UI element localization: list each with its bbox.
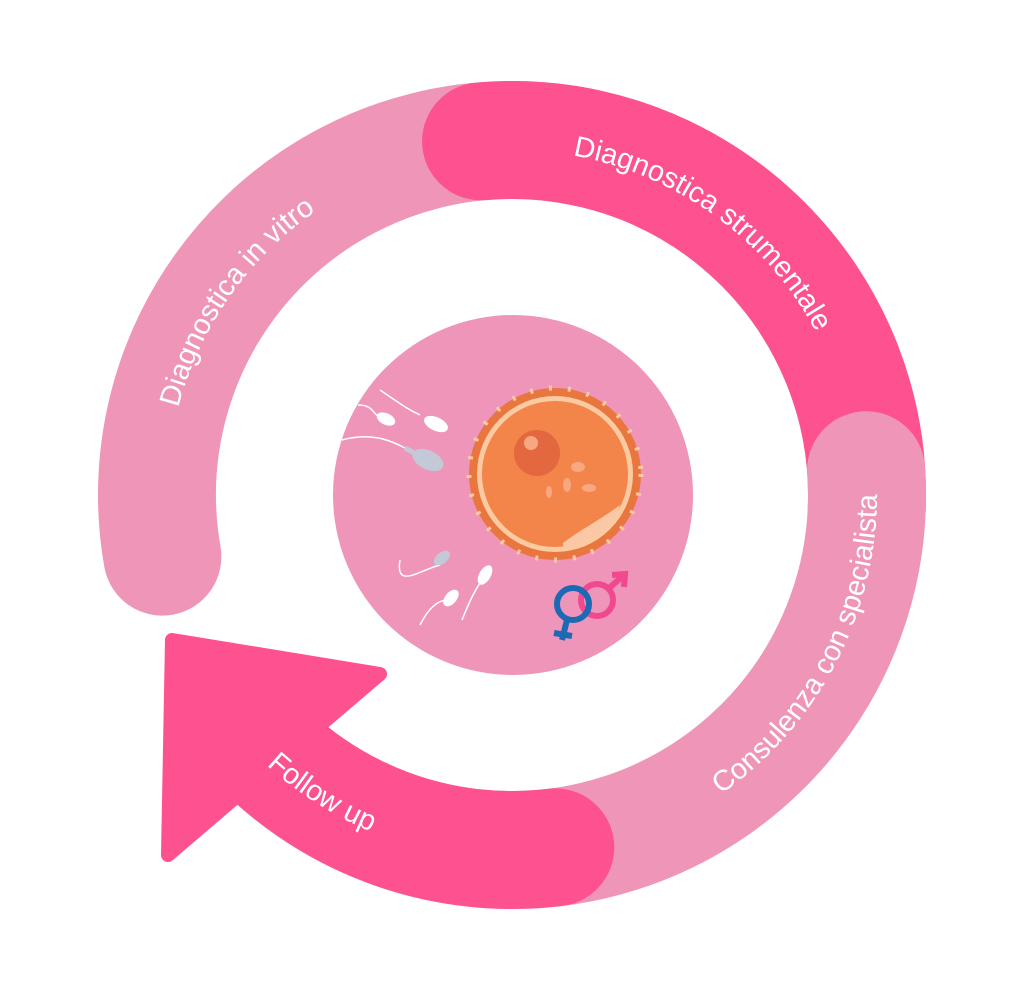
female-symbol-icon	[553, 585, 592, 641]
egg-cell-icon	[466, 385, 644, 563]
arrowhead-icon	[161, 633, 387, 862]
sperm-gray-icon	[403, 445, 451, 566]
male-symbol-icon	[578, 570, 629, 619]
center-illustration	[333, 315, 693, 675]
sperm-icon	[341, 389, 493, 626]
